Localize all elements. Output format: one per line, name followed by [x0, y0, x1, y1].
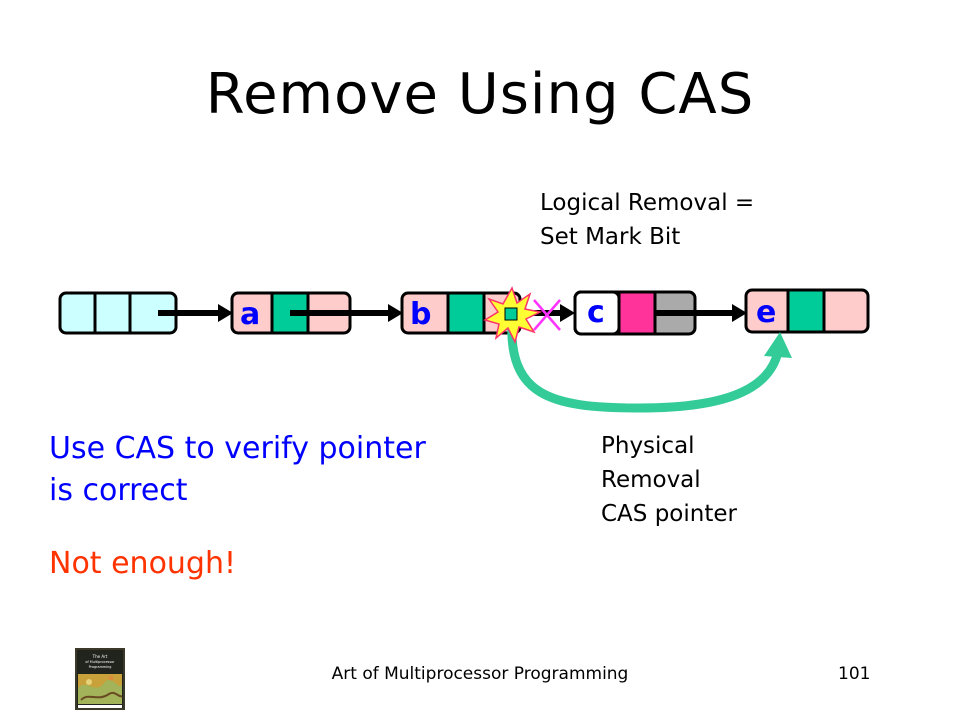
- warning-note: Not enough!: [49, 546, 237, 581]
- verify-line-1: Use CAS to verify pointer: [49, 431, 426, 466]
- footer-title: Art of Multiprocessor Programming: [331, 664, 629, 684]
- slide-title: Remove Using CAS: [205, 62, 755, 127]
- physical-removal-line-3: CAS pointer: [601, 501, 737, 527]
- svg-text:Programming: Programming: [89, 665, 112, 669]
- verify-line-2: is correct: [49, 473, 188, 508]
- pointer-head-to-a: [158, 304, 233, 322]
- node-label-e: e: [756, 295, 776, 330]
- pointer-c-to-e: [656, 304, 747, 322]
- physical-removal-line-2: Removal: [601, 467, 701, 493]
- node-label-c: c: [587, 295, 605, 330]
- svg-text:of Multiprocessor: of Multiprocessor: [85, 660, 115, 664]
- node-label-b: b: [410, 297, 431, 332]
- node-c: c: [573, 290, 697, 336]
- pointer-a-to-b: [290, 304, 403, 322]
- physical-removal-note: Physical Removal CAS pointer: [601, 429, 737, 531]
- svg-text:The Art: The Art: [92, 654, 108, 659]
- node-b: b: [400, 291, 522, 335]
- logical-removal-line-2: Set Mark Bit: [540, 224, 681, 250]
- node-label-a: a: [240, 297, 260, 332]
- physical-removal-line-1: Physical: [601, 433, 695, 459]
- cas-burst-icon: [483, 286, 543, 345]
- node-e: e: [744, 288, 870, 334]
- logical-removal-note: Logical Removal = Set Mark Bit: [540, 186, 754, 254]
- page-number: 101: [838, 664, 871, 684]
- verify-note: Use CAS to verify pointer is correct: [49, 428, 426, 512]
- broken-link-mark: [533, 299, 561, 331]
- cas-redirect-arrow: [507, 313, 792, 413]
- book-cover-image: The Art of Multiprocessor Programming: [75, 648, 125, 710]
- logical-removal-line-1: Logical Removal =: [540, 190, 755, 216]
